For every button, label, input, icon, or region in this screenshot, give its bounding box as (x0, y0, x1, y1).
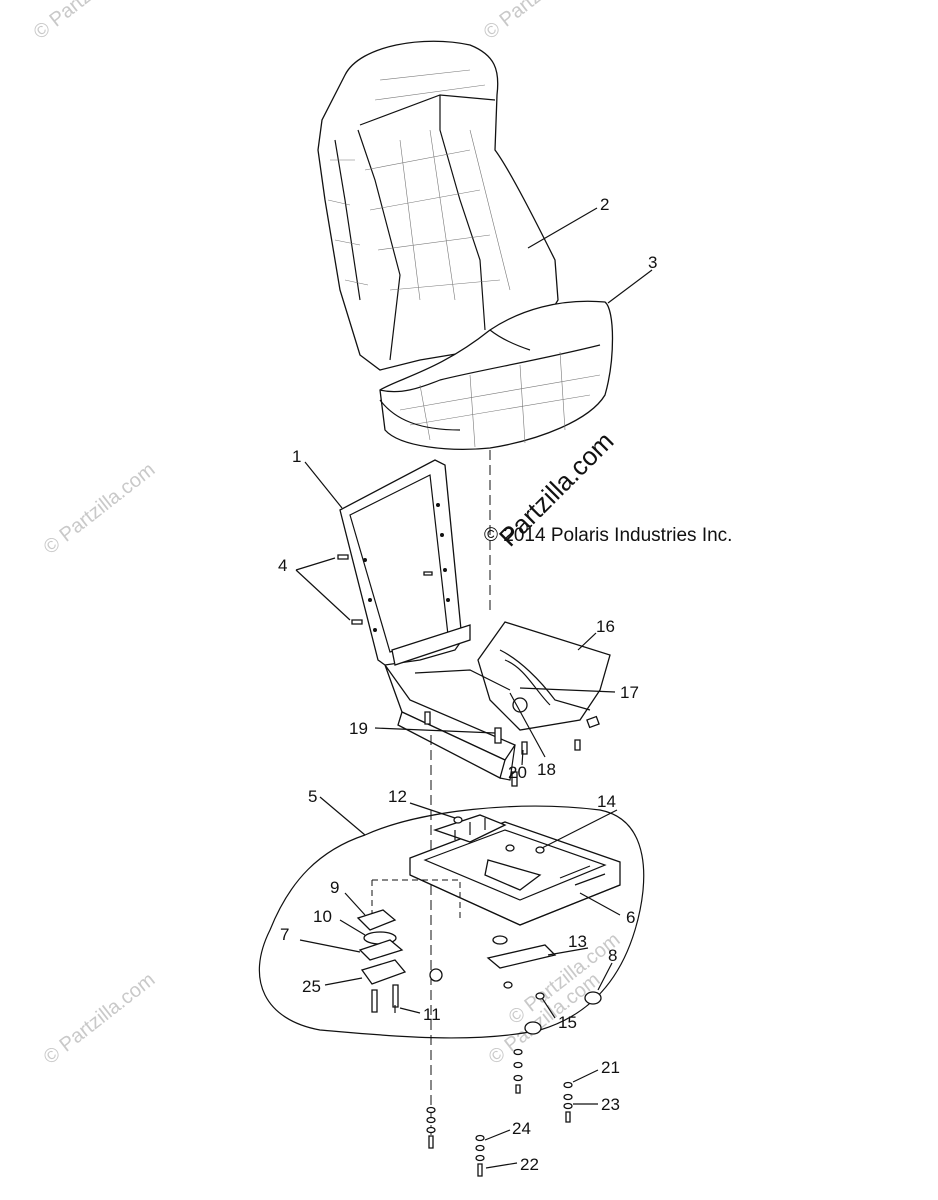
callout-10: 10 (313, 907, 332, 926)
dashed-guide (372, 879, 461, 920)
leader-lines (295, 207, 653, 1169)
callout-23: 23 (601, 1095, 620, 1114)
callout-19: 19 (349, 719, 368, 738)
bolts-upper (337, 554, 581, 787)
callout-16: 16 (596, 617, 615, 636)
callout-25: 25 (302, 977, 321, 996)
callouts: 1 2 3 4 5 6 7 8 9 10 11 12 13 14 15 16 1… (278, 195, 657, 1174)
watermark: © Partzilla.com (40, 969, 160, 1069)
seat-frame (339, 459, 516, 781)
callout-8: 8 (608, 946, 617, 965)
callout-1: 1 (292, 447, 301, 466)
callout-5: 5 (308, 787, 317, 806)
watermark: © Partzilla.com (30, 0, 150, 44)
callout-14: 14 (597, 792, 616, 811)
callout-18: 18 (537, 760, 556, 779)
hardware-stacks (426, 1048, 573, 1177)
copyright-notice: © 2014 Polaris Industries Inc. (484, 525, 732, 546)
callout-7: 7 (280, 925, 289, 944)
callout-11: 11 (423, 1005, 441, 1024)
callout-21: 21 (601, 1058, 620, 1077)
callout-13: 13 (568, 932, 587, 951)
slider-track (409, 814, 621, 926)
callout-24: 24 (512, 1119, 531, 1138)
callout-9: 9 (330, 878, 339, 897)
callout-3: 3 (648, 253, 657, 272)
callout-20: 20 (508, 763, 527, 782)
callout-4: 4 (278, 556, 287, 575)
seat-bracket (414, 621, 611, 731)
callout-15: 15 (558, 1013, 577, 1032)
callout-22: 22 (520, 1155, 539, 1174)
lower-plate (453, 816, 602, 1035)
latch-parts (356, 909, 443, 1013)
watermark: © Partzilla.com (40, 459, 160, 559)
seat-cushion (379, 300, 614, 450)
watermark: © Partzilla.com (480, 0, 600, 44)
callout-12: 12 (388, 787, 407, 806)
callout-2: 2 (600, 195, 609, 214)
callout-17: 17 (620, 683, 639, 702)
callout-6: 6 (626, 908, 635, 927)
